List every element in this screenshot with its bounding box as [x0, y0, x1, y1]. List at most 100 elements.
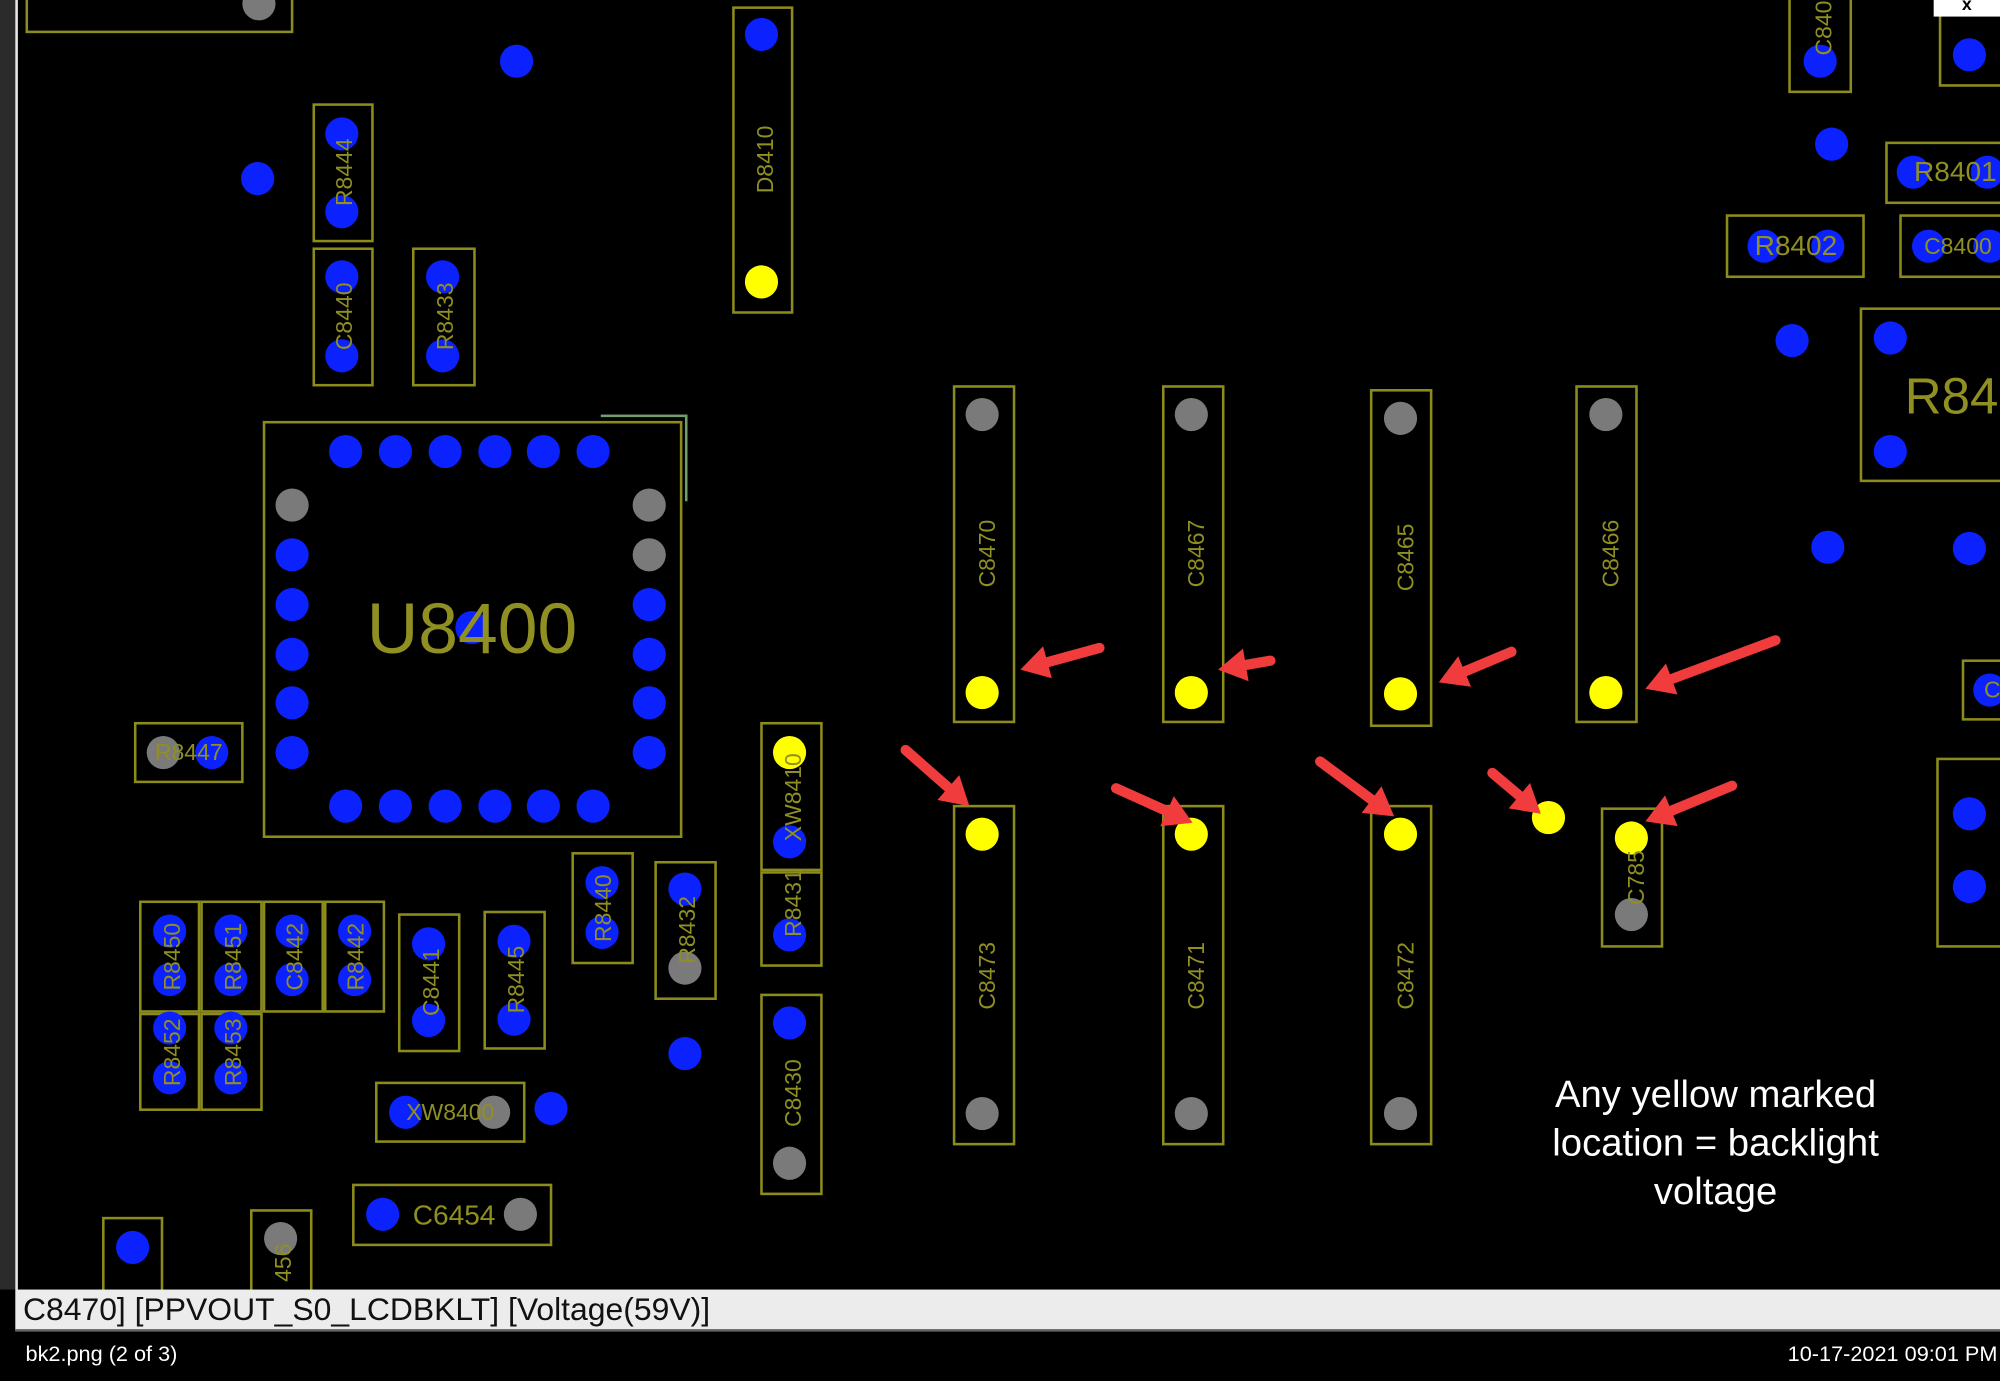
blue-pad[interactable] [325, 260, 359, 294]
component-outline-c8400[interactable] [1899, 214, 2000, 279]
component-outline-c840[interactable] [1788, 0, 1853, 94]
blue-pad[interactable] [378, 434, 412, 469]
blue-pad[interactable] [526, 434, 560, 469]
blue-pad[interactable] [153, 914, 187, 948]
component-outline[interactable] [1936, 757, 2000, 948]
close-button[interactable]: x [1933, 0, 2000, 17]
component-outline-r8447[interactable] [133, 721, 244, 784]
yellow-pad[interactable] [1589, 676, 1623, 710]
blue-pad[interactable] [534, 1091, 568, 1125]
component-outline-c8471[interactable] [1161, 804, 1225, 1146]
blue-pad[interactable] [1970, 155, 2000, 189]
blue-pad[interactable] [378, 789, 412, 823]
blue-pad[interactable] [585, 915, 619, 949]
component-outline-r84[interactable] [1859, 307, 2000, 483]
blue-pad[interactable] [499, 44, 534, 78]
blue-pad[interactable] [1815, 127, 1849, 161]
gray-pad[interactable] [477, 1095, 511, 1129]
blue-pad[interactable] [576, 789, 610, 823]
blue-pad[interactable] [1973, 229, 2000, 263]
blue-pad[interactable] [772, 918, 807, 952]
component-outline-d8410[interactable] [732, 6, 794, 314]
component-outline-c_edge[interactable] [1961, 659, 2000, 721]
blue-pad[interactable] [632, 588, 666, 622]
blue-pad[interactable] [668, 1036, 702, 1071]
blue-pad[interactable] [1952, 531, 1986, 566]
blue-pad[interactable] [214, 963, 248, 997]
blue-pad[interactable] [195, 735, 229, 770]
blue-pad[interactable] [455, 610, 489, 645]
component-outline-c8440[interactable] [312, 247, 374, 387]
yellow-pad[interactable] [1383, 817, 1418, 851]
yellow-pad[interactable] [1174, 676, 1208, 710]
blue-pad[interactable] [632, 637, 666, 671]
gray-pad[interactable] [146, 735, 180, 770]
component-outline-r8401[interactable] [1885, 141, 2000, 205]
yellow-pad[interactable] [744, 265, 779, 299]
component-outline-r8444[interactable] [312, 103, 374, 243]
blue-pad[interactable] [329, 789, 363, 823]
blue-pad[interactable] [389, 1095, 423, 1129]
blue-pad[interactable] [275, 735, 309, 770]
blue-pad[interactable] [275, 914, 309, 948]
blue-pad[interactable] [1811, 530, 1845, 564]
blue-pad[interactable] [329, 434, 363, 469]
blue-pad[interactable] [632, 686, 666, 720]
yellow-pad[interactable] [965, 676, 999, 710]
component-outline-r8433[interactable] [411, 247, 476, 387]
blue-pad[interactable] [1973, 673, 2000, 707]
blue-pad[interactable] [411, 927, 446, 961]
blue-pad[interactable] [153, 963, 187, 997]
component-outline-c8442[interactable] [262, 900, 324, 1013]
component-outline-r8442[interactable] [323, 900, 386, 1013]
component-outline-xw8400[interactable] [374, 1081, 526, 1143]
component-outline-u8400[interactable] [262, 420, 683, 839]
component-outline-c785[interactable] [1600, 807, 1664, 948]
gray-pad[interactable] [668, 951, 702, 985]
blue-pad[interactable] [1747, 229, 1781, 263]
yellow-pad[interactable] [772, 735, 807, 770]
component-outline-c6454[interactable] [352, 1183, 553, 1247]
gray-pad[interactable] [965, 397, 999, 432]
blue-pad[interactable] [1811, 229, 1845, 263]
blue-pad[interactable] [116, 1230, 150, 1265]
blue-pad[interactable] [1873, 321, 1907, 355]
gray-pad[interactable] [772, 1146, 807, 1180]
component-outline-r8440[interactable] [571, 852, 634, 965]
gray-pad[interactable] [503, 1197, 537, 1231]
component-outline-c8472[interactable] [1369, 804, 1433, 1146]
component-outline[interactable] [1938, 0, 2000, 87]
blue-pad[interactable] [668, 872, 702, 906]
component-outline-r8445[interactable] [483, 910, 546, 1050]
blue-pad[interactable] [338, 914, 372, 948]
blue-pad[interactable] [1952, 869, 1986, 904]
gray-pad[interactable] [275, 488, 309, 522]
blue-pad[interactable] [426, 260, 460, 294]
gray-pad[interactable] [965, 1096, 999, 1131]
blue-pad[interactable] [214, 1061, 248, 1095]
blue-pad[interactable] [772, 1006, 807, 1040]
gray-pad[interactable] [1174, 1096, 1208, 1131]
component-outline-c8470[interactable] [952, 385, 1016, 724]
blue-pad[interactable] [1775, 323, 1809, 358]
blue-pad[interactable] [338, 963, 372, 997]
component-outline-r8431[interactable] [760, 871, 823, 967]
blue-pad[interactable] [275, 538, 309, 572]
gray-pad[interactable] [632, 488, 666, 522]
blue-pad[interactable] [366, 1197, 400, 1231]
blue-pad[interactable] [411, 1003, 446, 1037]
blue-pad[interactable] [275, 588, 309, 622]
blue-pad[interactable] [214, 914, 248, 948]
blue-pad[interactable] [772, 825, 807, 859]
blue-pad[interactable] [1803, 44, 1837, 78]
gray-pad[interactable] [1383, 1096, 1418, 1131]
component-outline-c8466[interactable] [1575, 385, 1638, 724]
blue-pad[interactable] [275, 637, 309, 671]
blue-pad[interactable] [428, 789, 462, 823]
component-outline-c8473[interactable] [952, 804, 1016, 1146]
blue-pad[interactable] [426, 339, 460, 373]
component-outline-xw8410[interactable] [760, 721, 823, 872]
blue-pad[interactable] [585, 866, 619, 900]
blue-pad[interactable] [478, 434, 512, 469]
